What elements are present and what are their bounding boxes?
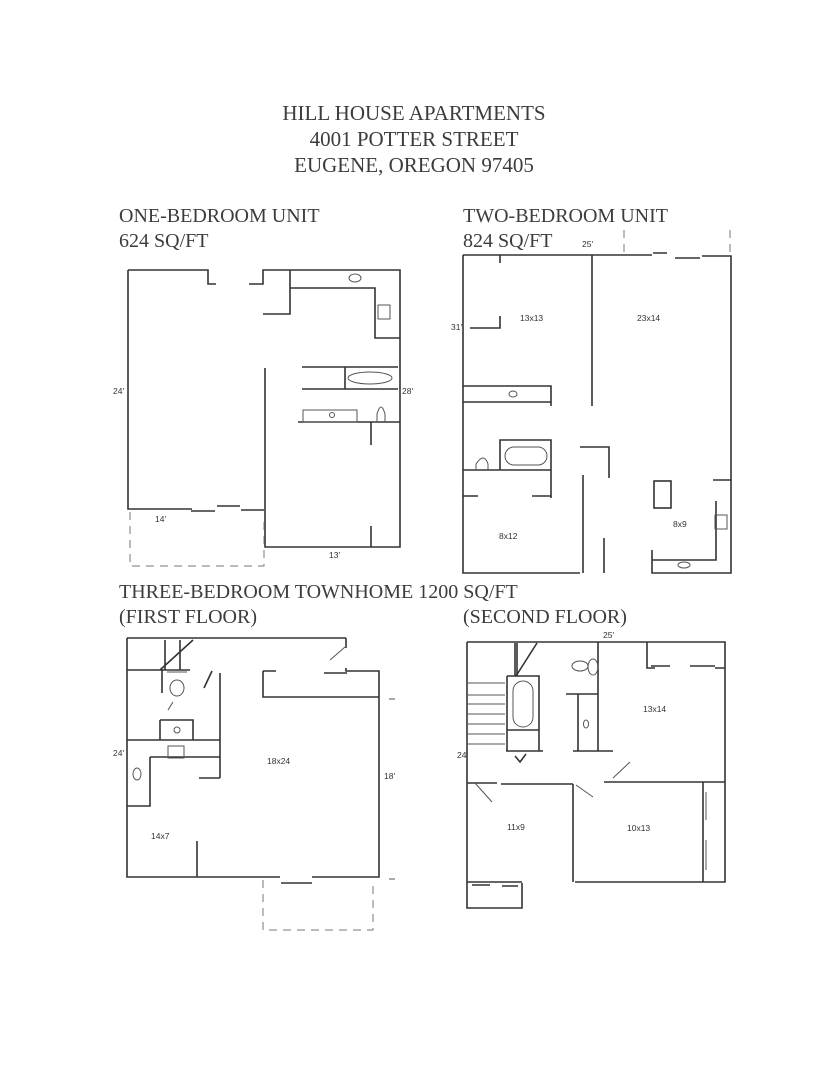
one-bedroom-area: 624 SQ/FT xyxy=(119,230,208,252)
dim-top: 25' xyxy=(603,630,614,640)
first-floor-label: (FIRST FLOOR) xyxy=(119,606,257,628)
dim-right: 28' xyxy=(402,386,413,396)
two-bedroom-title: TWO-BEDROOM UNIT xyxy=(463,205,668,227)
room-label: 8x9 xyxy=(673,519,687,529)
dim-top: 25' xyxy=(582,239,593,249)
two-bedroom-plan: 25' 31' 13x13 23x14 8x12 8x9 xyxy=(451,230,732,574)
one-bedroom-title: ONE-BEDROOM UNIT xyxy=(119,205,320,227)
dim-right: 18' xyxy=(384,771,395,781)
townhome-title: THREE-BEDROOM TOWNHOME 1200 SQ/FT xyxy=(119,581,518,603)
room-label: 11x9 xyxy=(507,822,525,832)
dim-left: 24' xyxy=(113,748,124,758)
townhome-second-floor-plan: 25' 24' 13x14 11x9 10x13 xyxy=(457,630,726,909)
room-label: 13x14 xyxy=(643,704,666,714)
property-city: EUGENE, OREGON 97405 xyxy=(294,153,534,177)
property-street: 4001 POTTER STREET xyxy=(310,127,519,151)
room-label: 14x7 xyxy=(151,831,170,841)
two-bedroom-area: 824 SQ/FT xyxy=(463,230,552,252)
dim-bottom: 13' xyxy=(329,550,340,560)
property-name: HILL HOUSE APARTMENTS xyxy=(282,101,545,125)
dim-left: 24' xyxy=(457,750,468,760)
dim-left: 24' xyxy=(113,386,124,396)
townhome-first-floor-plan: 24' 18' 18x24 14x7 xyxy=(113,637,395,931)
dim-patio: 14' xyxy=(155,514,166,524)
one-bedroom-plan: 24' 28' 14' 13' xyxy=(113,269,413,567)
room-label: 23x14 xyxy=(637,313,660,323)
dim-left: 31' xyxy=(451,322,462,332)
second-floor-label: (SECOND FLOOR) xyxy=(463,606,627,628)
room-label: 10x13 xyxy=(627,823,650,833)
room-label: 8x12 xyxy=(499,531,518,541)
room-label: 13x13 xyxy=(520,313,543,323)
room-label: 18x24 xyxy=(267,756,290,766)
